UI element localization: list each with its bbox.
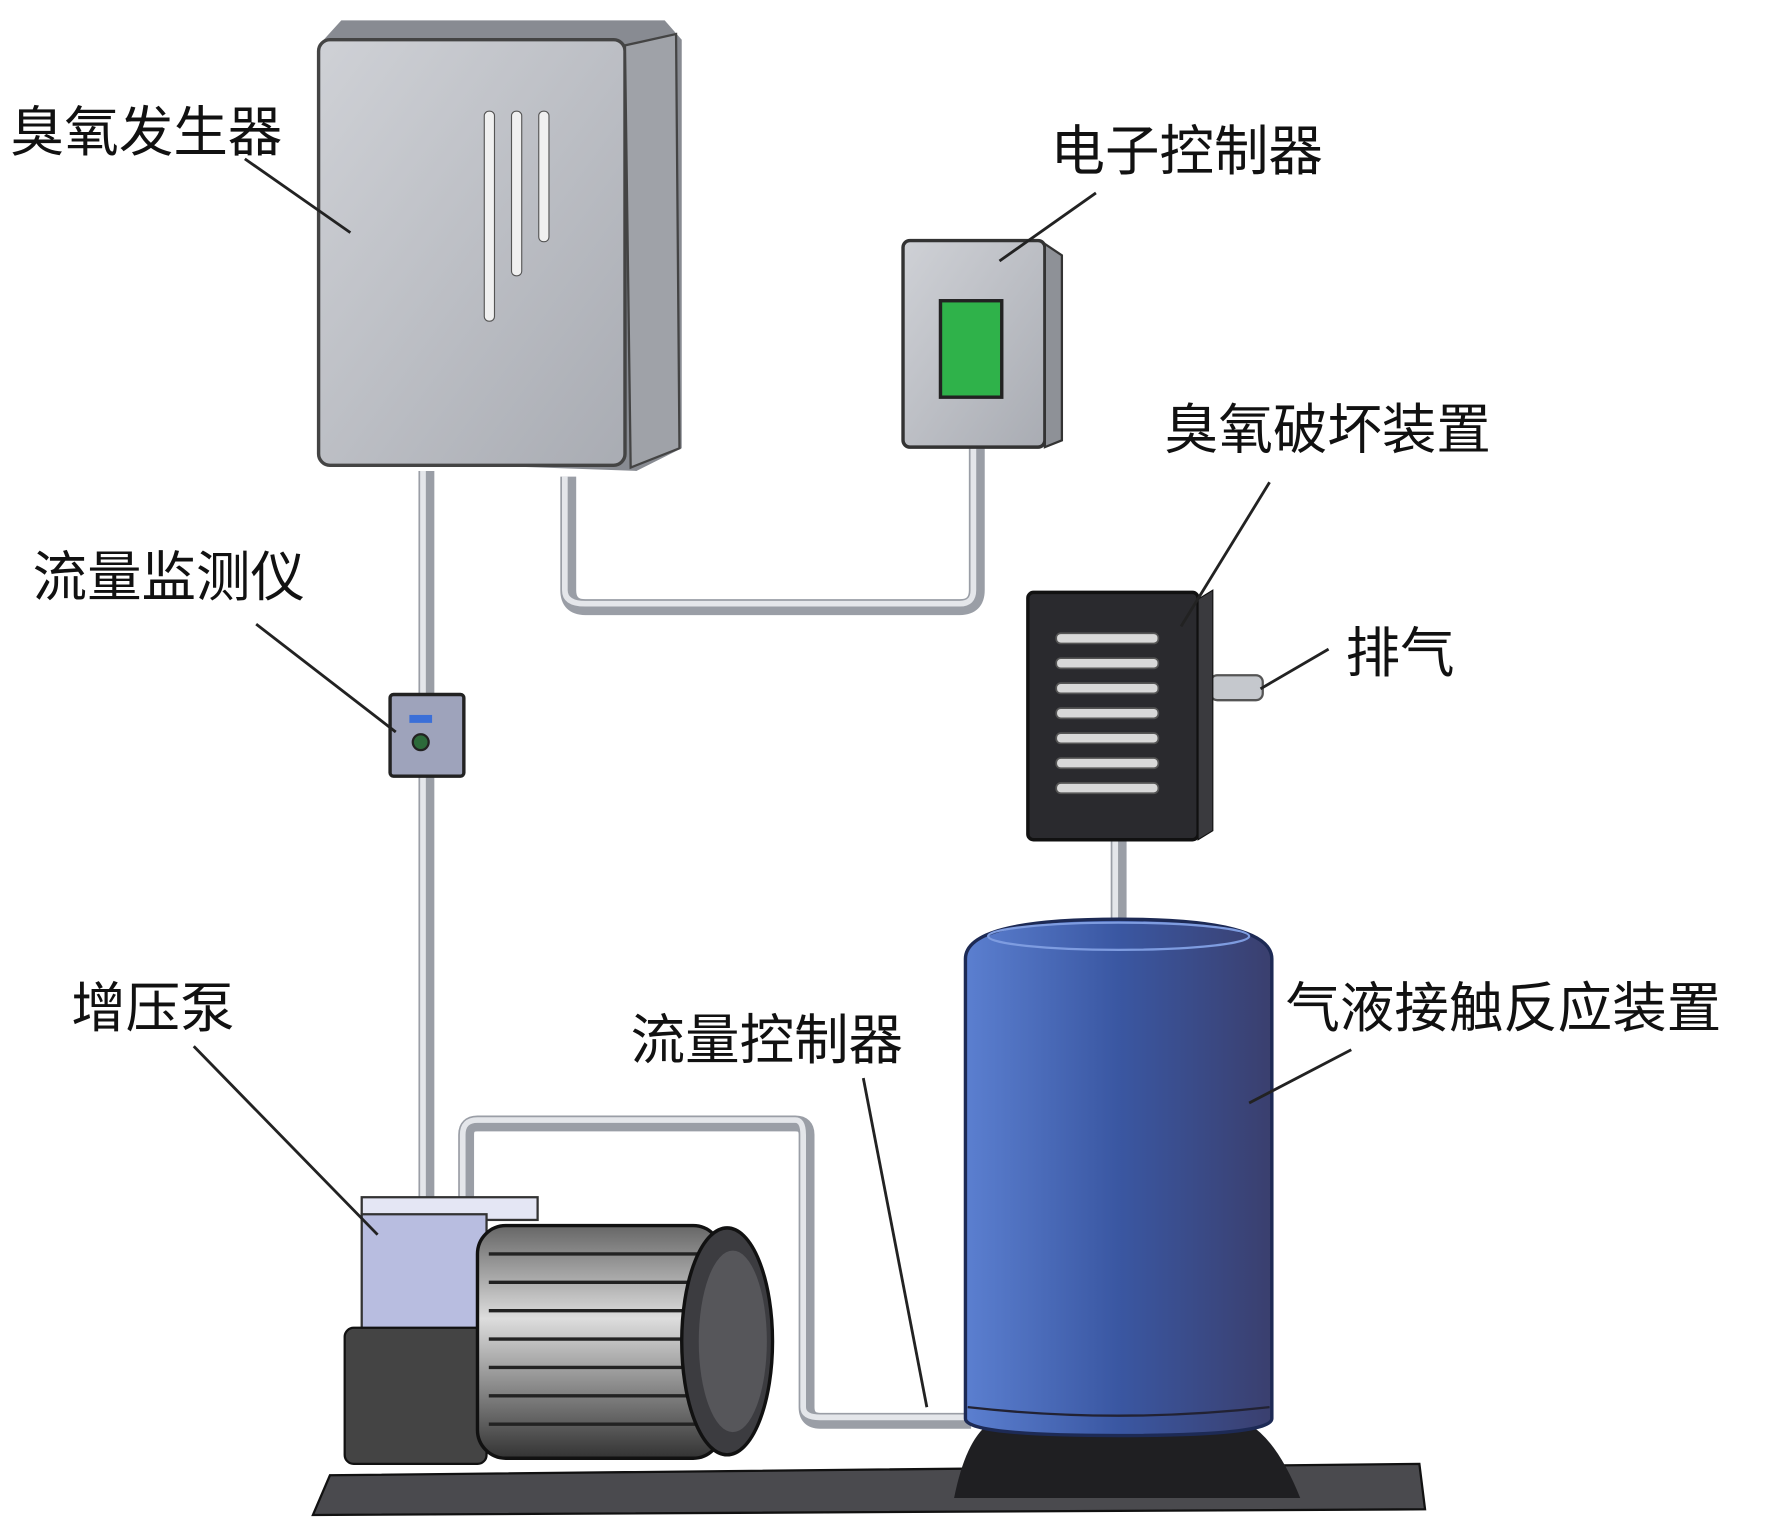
label-booster-pump: 增压泵: [71, 976, 234, 1040]
label-ozone-generator: 臭氧发生器: [10, 100, 282, 164]
label-gas-liquid-reactor: 气液接触反应装置: [1285, 976, 1721, 1040]
flow-monitor: [388, 692, 466, 778]
label-exhaust: 排气: [1346, 621, 1455, 685]
booster-pump: [343, 1196, 775, 1466]
label-ozone-destruction-device: 臭氧破坏装置: [1164, 397, 1491, 461]
ozone-destruction-device: [1026, 589, 1214, 842]
controller-screen: [938, 299, 1004, 399]
exhaust-pipe: [1209, 674, 1264, 702]
label-electronic-controller: 电子控制器: [1051, 119, 1323, 183]
label-flow-controller: 流量控制器: [631, 1008, 903, 1072]
ozone-generator: [316, 20, 682, 471]
electronic-controller: [901, 238, 1064, 449]
leader-lines: [192, 157, 1352, 1408]
label-flow-monitor: 流量监测仪: [33, 545, 305, 609]
gas-liquid-reactor-tank: [954, 917, 1301, 1498]
